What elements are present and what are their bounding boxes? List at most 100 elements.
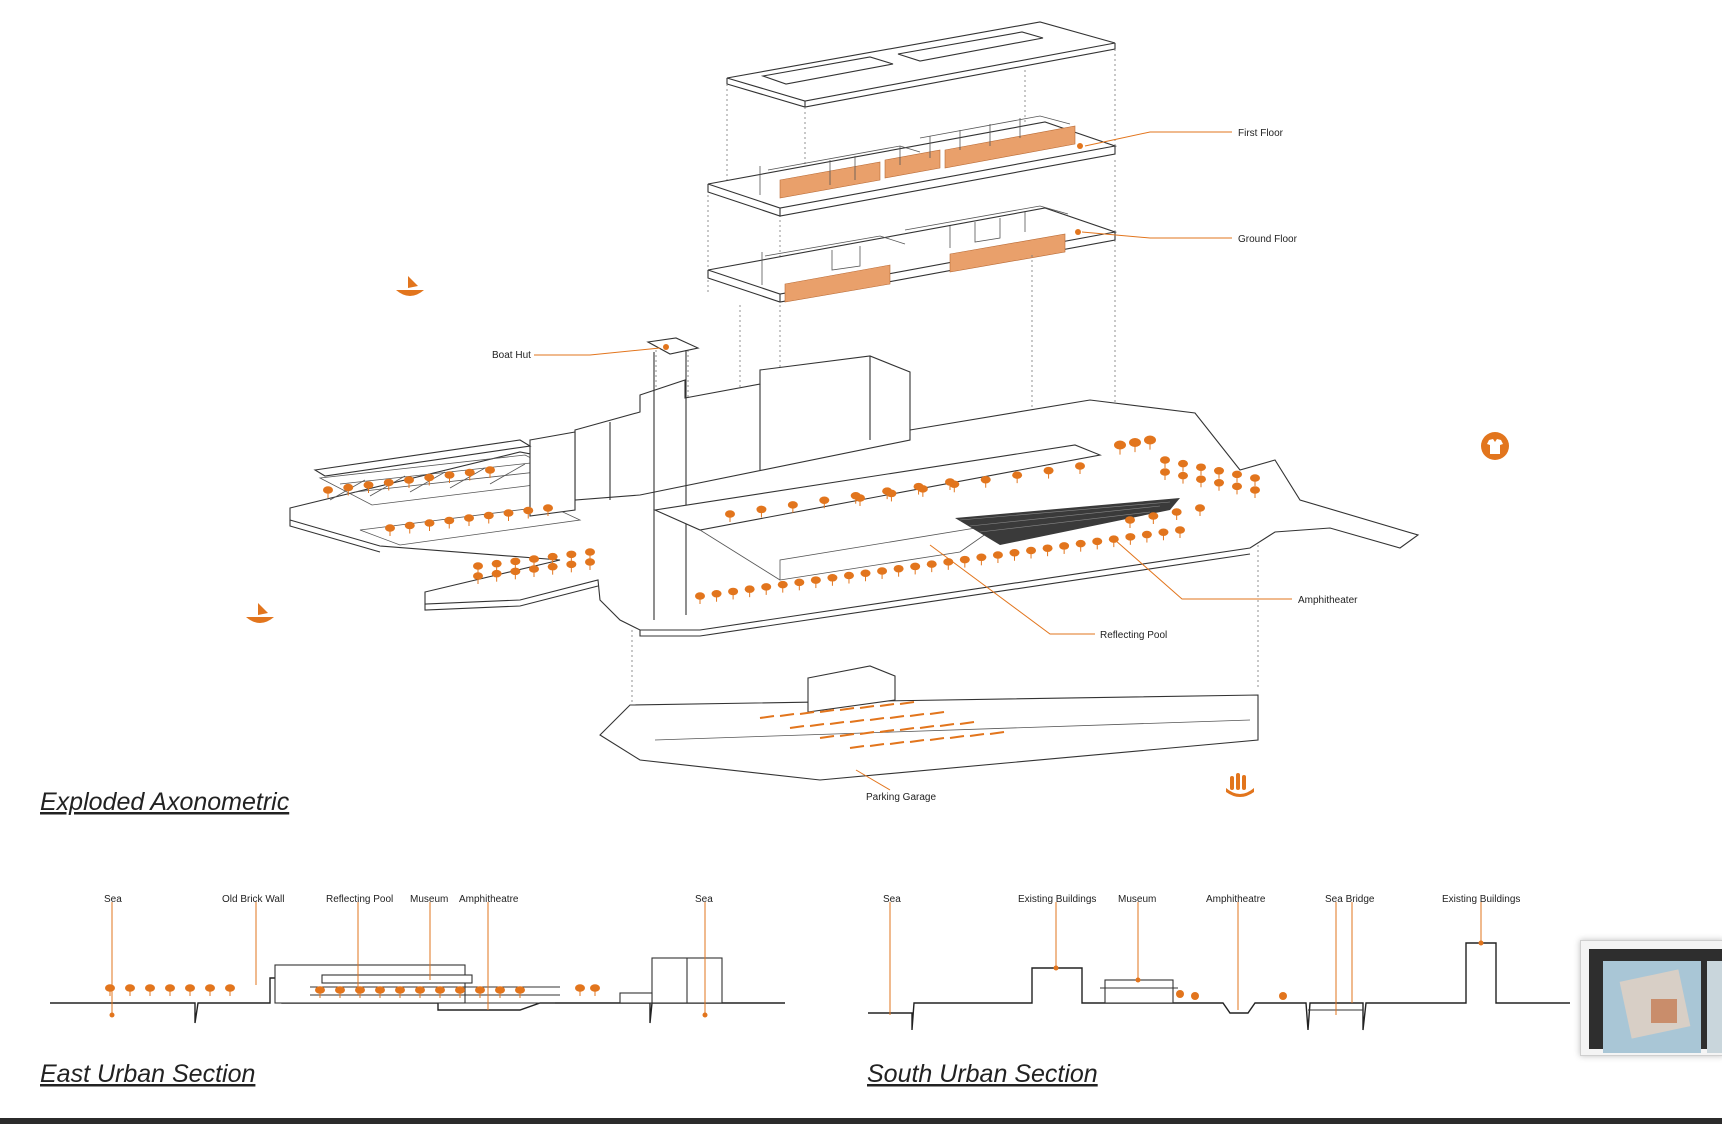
parking-stall: [859, 731, 875, 735]
parking-stall: [779, 713, 795, 717]
tree: [335, 986, 345, 998]
tree: [1129, 438, 1141, 453]
parking-stall: [939, 723, 955, 727]
tree: [523, 506, 534, 519]
tree: [415, 986, 425, 998]
tree: [949, 480, 960, 493]
parking-stall: [899, 701, 915, 705]
tree: [383, 478, 394, 491]
title-east-urban-section: East Urban Section: [40, 1060, 255, 1088]
parking-stall: [899, 727, 915, 731]
shirt-icon: [1481, 432, 1509, 460]
parking-stall: [819, 709, 835, 713]
parking-stall: [949, 735, 965, 739]
bottom-edge-bar: [0, 1118, 1722, 1124]
tree: [225, 984, 235, 996]
tree: [424, 473, 435, 486]
thumbnail-side-panel: [1707, 961, 1722, 1053]
parking-stall: [789, 725, 805, 729]
parking-stall: [799, 711, 815, 715]
tree: [728, 587, 739, 600]
parking-stall: [989, 731, 1005, 735]
tree: [444, 516, 455, 529]
tree: [473, 562, 483, 574]
south-section-trees: [1176, 990, 1287, 1000]
label-east-sea-1: Sea: [104, 894, 122, 905]
parking-stall: [829, 721, 845, 725]
tree: [1250, 474, 1260, 486]
label-parking-garage: Parking Garage: [866, 792, 936, 803]
thumbnail-frame: [1589, 949, 1722, 1053]
tree: [385, 524, 395, 536]
title-exploded-axonometric: Exploded Axonometric: [40, 788, 290, 816]
tree: [585, 558, 595, 570]
tree: [185, 984, 195, 996]
label-east-reflecting-pool: Reflecting Pool: [326, 894, 393, 905]
site-plinth: [289, 399, 1420, 637]
first-floor-slab: [707, 115, 1118, 217]
tree: [1196, 463, 1206, 476]
tree: [1012, 471, 1023, 484]
tree: [1125, 533, 1136, 545]
boat-hut: [646, 337, 700, 620]
tree: [744, 585, 755, 598]
tree: [543, 504, 553, 516]
tree: [145, 984, 155, 996]
parking-stall: [889, 715, 905, 719]
tree: [473, 572, 483, 584]
tree: [827, 574, 838, 586]
parking-stall: [879, 703, 895, 707]
tree: [910, 562, 921, 575]
parking-stall: [909, 713, 925, 717]
tree: [491, 569, 502, 582]
next-sheet-thumbnail[interactable]: [1580, 940, 1722, 1056]
parking-stall: [839, 707, 855, 711]
parking-stall: [819, 735, 835, 739]
label-amphitheater: Amphitheater: [1298, 595, 1358, 606]
tree: [1250, 486, 1260, 498]
tree: [843, 571, 854, 584]
tree: [575, 984, 585, 996]
tree: [510, 567, 521, 580]
tree: [485, 466, 495, 478]
tree: [1026, 546, 1037, 559]
tree: [363, 481, 374, 493]
parking-stall: [859, 705, 875, 709]
tree: [1178, 471, 1188, 484]
tree: [926, 560, 937, 573]
tree: [529, 565, 539, 577]
tree: [976, 553, 987, 566]
tree: [404, 476, 414, 488]
tree: [877, 567, 888, 579]
tree: [464, 468, 475, 481]
label-reflecting-pool: Reflecting Pool: [1100, 630, 1167, 641]
tree: [711, 589, 722, 602]
tree: [404, 521, 415, 534]
label-east-old-brick-wall: Old Brick Wall: [222, 894, 284, 905]
tree: [917, 485, 928, 497]
tree: [205, 984, 215, 996]
tree: [1075, 462, 1085, 474]
tree: [1214, 467, 1224, 479]
first-floor-walls: [759, 115, 1071, 195]
tree: [1059, 542, 1070, 554]
parking-garage-stalls: [759, 701, 1005, 749]
tree: [959, 555, 970, 568]
tree: [893, 564, 904, 577]
tree: [1232, 470, 1242, 483]
tree: [1232, 482, 1242, 495]
tree: [1160, 456, 1170, 468]
parking-stall: [929, 737, 945, 741]
boat-icon: [246, 603, 274, 623]
tree: [375, 986, 385, 998]
label-first-floor: First Floor: [1238, 128, 1284, 139]
tree: [1148, 512, 1159, 524]
tree: [343, 483, 354, 496]
tree: [1125, 516, 1135, 528]
south-urban-section: Sea Existing Buildings Museum Amphitheat…: [868, 894, 1570, 1031]
parking-stall: [909, 739, 925, 743]
east-urban-section: Sea Old Brick Wall Reflecting Pool Museu…: [50, 894, 785, 1024]
tree: [1175, 526, 1185, 538]
tree: [794, 578, 805, 591]
